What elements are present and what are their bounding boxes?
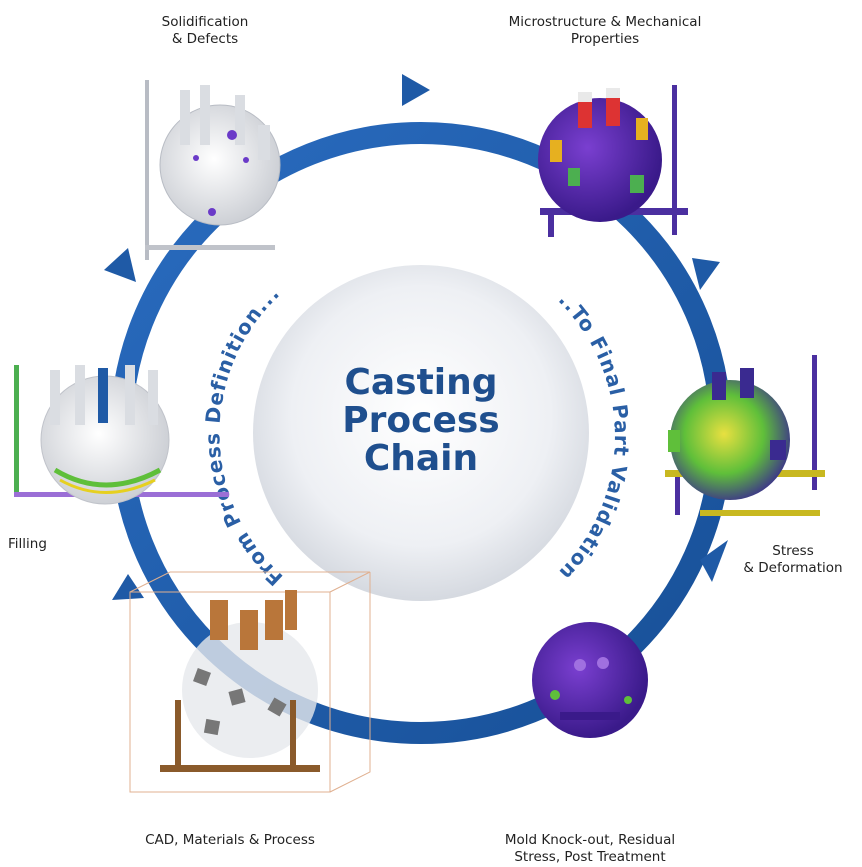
label-microstructure: Microstructure & Mechanical Properties bbox=[480, 14, 730, 48]
solidification-model-image bbox=[145, 80, 281, 260]
arrow-lower-left-icon bbox=[112, 574, 144, 600]
label-stress-line2: & Deformation bbox=[743, 560, 843, 576]
label-cad: CAD, Materials & Process bbox=[120, 832, 340, 849]
label-filling-line1: Filling bbox=[8, 536, 47, 552]
center-title-line3: Chain bbox=[363, 438, 479, 479]
center-title-line1: Casting bbox=[344, 362, 498, 403]
center-disc bbox=[253, 265, 589, 601]
arrow-upper-right-icon bbox=[692, 258, 720, 290]
filling-model-image bbox=[14, 365, 229, 505]
label-microstructure-line2: Properties bbox=[570, 31, 640, 47]
arrow-upper-left-icon bbox=[104, 248, 136, 282]
label-microstructure-line1: Microstructure & Mechanical bbox=[508, 14, 702, 30]
center-title-line2: Process bbox=[342, 400, 500, 441]
label-knockout-line2: Stress, Post Treatment bbox=[514, 849, 666, 865]
arrow-right-icon bbox=[700, 540, 728, 582]
knockout-model-image bbox=[532, 622, 648, 738]
label-filling: Filling bbox=[8, 536, 68, 553]
cad-model-image bbox=[129, 571, 371, 793]
label-cad-line1: CAD, Materials & Process bbox=[145, 832, 315, 848]
arrow-top-icon bbox=[402, 74, 430, 106]
label-solidification-line1: Solidification bbox=[161, 14, 249, 30]
label-knockout: Mold Knock-out, Residual Stress, Post Tr… bbox=[470, 832, 710, 866]
microstructure-model-image bbox=[538, 85, 688, 237]
label-solidification-line2: & Defects bbox=[171, 31, 239, 47]
stress-model-image bbox=[665, 355, 825, 516]
center-title: Casting Process Chain bbox=[311, 364, 531, 478]
label-stress: Stress & Deformation bbox=[730, 543, 856, 577]
label-knockout-line1: Mold Knock-out, Residual bbox=[504, 832, 676, 848]
label-stress-line1: Stress bbox=[772, 543, 814, 559]
label-solidification: Solidification & Defects bbox=[130, 14, 280, 48]
